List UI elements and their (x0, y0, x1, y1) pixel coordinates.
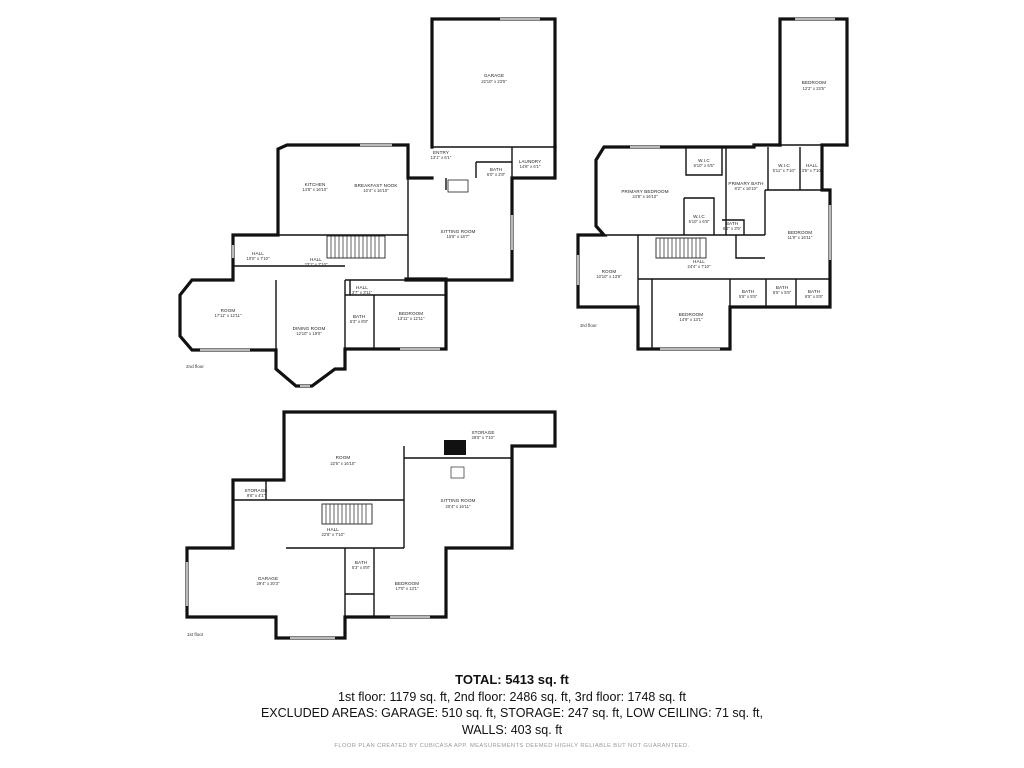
room-label: ROOM (221, 308, 236, 313)
room-label: STORAGE (471, 430, 494, 435)
disclaimer: FLOOR PLAN CREATED BY CUBICASA APP. MEAS… (334, 743, 690, 749)
room-label: BREAKFAST NOOK (354, 183, 398, 188)
room-dimensions: 10'0" x 7'10" (247, 256, 270, 261)
room-label: ROOM (602, 269, 617, 274)
room-dimensions: 11'9" x 16'11" (788, 235, 813, 240)
room-label: ENTRY (433, 150, 449, 155)
room-label: LAUNDRY (519, 159, 542, 164)
room-dimensions: 15'8" x 18'7" (447, 234, 470, 239)
room-label: PRIMARY BEDROOM (621, 189, 668, 194)
room-dimensions: 5'5" x 5'5" (773, 290, 792, 295)
room-label: BATH (353, 314, 365, 319)
room-dimensions: 13'1" x 6'1" (431, 155, 452, 160)
room-label: BATH (726, 221, 738, 226)
room-label: HALL (693, 259, 705, 264)
room-label: BEDROOM (399, 311, 424, 316)
floor-label: 2nd floor (186, 364, 204, 369)
room-dimensions: 6'10" x 5'5" (694, 163, 715, 168)
room-label: STORAGE (244, 488, 267, 493)
room-label: HALL (356, 285, 368, 290)
room-label: GARAGE (484, 73, 504, 78)
room-dimensions: 22'10" x 23'5" (481, 79, 507, 84)
room-dimensions: 24'4" x 7'10" (688, 264, 711, 269)
walls-area: WALLS: 403 sq. ft (461, 722, 563, 737)
floor-2nd: GARAGE 22'10" x 23'5" ENTRY 13'1" x 6'1"… (178, 17, 557, 388)
floor-3rd: BEDROOM 12'2" x 23'5" W.I.C 6'10" x 5'5"… (576, 17, 849, 351)
room-dimensions: 6'5" x 5'5" (805, 294, 824, 299)
room-dimensions: 17'11" x 12'11" (214, 313, 242, 318)
floor-1st: STORAGE 28'6" x 7'10" ROOM 22'5" x 16'10… (185, 410, 557, 640)
room-dimensions: 5'10" x 6'8" (689, 219, 710, 224)
stairs (321, 503, 373, 525)
room-label: BEDROOM (395, 581, 420, 586)
room-label: W.I.C (693, 214, 705, 219)
floor-areas: 1st floor: 1179 sq. ft, 2nd floor: 2486 … (338, 689, 686, 704)
room-label: BATH (808, 289, 820, 294)
room-label: SITTING ROOM (441, 229, 476, 234)
room-dimensions: 23'1" x 7'10" (305, 262, 328, 267)
room-dimensions: 5'11" x 7'10" (773, 168, 796, 173)
fireplace-icon (444, 440, 466, 455)
room-dimensions: 9'6" x 4'1" (247, 493, 266, 498)
excluded-areas: EXCLUDED AREAS: GARAGE: 510 sq. ft, STOR… (260, 706, 764, 720)
room-label: PRIMARY BATH (728, 181, 763, 186)
total-area: TOTAL: 5413 sq. ft (455, 672, 569, 687)
room-dimensions: 29'4" x 20'3" (257, 581, 280, 586)
room-dimensions: 24'8" x 16'10" (632, 194, 658, 199)
room-label: HALL (310, 257, 322, 262)
room-dimensions: 12'2" x 23'5" (803, 86, 826, 91)
stairs (655, 237, 707, 259)
room-dimensions: 22'5" x 16'10" (330, 461, 356, 466)
room-dimensions: 6'0" x 2'8" (487, 172, 506, 177)
room-dimensions: 10'10" x 13'6" (596, 274, 622, 279)
room-label: BATH (490, 167, 502, 172)
area-summary: TOTAL: 5413 sq. ft 1st floor: 1179 sq. f… (0, 672, 1024, 738)
room-dimensions: 3'7" x 3'11" (352, 290, 373, 295)
room-dimensions: 3'5" x 7'10" (802, 168, 823, 173)
room-label: BEDROOM (802, 80, 827, 85)
room-label: DINING ROOM (293, 326, 326, 331)
room-dimensions: 5'3" x 8'8" (352, 565, 371, 570)
room-label: HALL (252, 251, 264, 256)
room-dimensions: 28'6" x 7'10" (472, 435, 495, 440)
room-label: W.I.C (698, 158, 710, 163)
floor-label: 3rd floor (580, 323, 597, 328)
room-dimensions: 20'4" x 16'11" (446, 504, 471, 509)
room-label: GARAGE (258, 576, 278, 581)
floor-label: 1st floor (187, 632, 204, 637)
room-dimensions: 13'11" x 12'11" (397, 316, 425, 321)
stairs (326, 235, 386, 259)
room-label: BATH (742, 289, 754, 294)
room-label: HALL (806, 163, 818, 168)
room-dimensions: 5'2" x 3'5" (723, 226, 742, 231)
room-label: KITCHEN (305, 182, 326, 187)
room-label: BATH (776, 285, 788, 290)
room-dimensions: 14'8" x 16'10" (302, 187, 328, 192)
room-dimensions: 10'4" x 16'10" (363, 188, 389, 193)
room-label: W.I.C (778, 163, 790, 168)
room-label: ROOM (336, 455, 351, 460)
room-dimensions: 22'8" x 7'10" (322, 532, 345, 537)
room-dimensions: 5'3" x 8'8" (350, 319, 369, 324)
room-dimensions: 8'2" x 16'10" (735, 186, 758, 191)
room-dimensions: 17'0" x 13'1" (396, 586, 419, 591)
room-label: BEDROOM (679, 312, 704, 317)
room-label: HALL (327, 527, 339, 532)
room-dimensions: 5'8" x 5'5" (739, 294, 758, 299)
room-label: SITTING ROOM (441, 498, 476, 503)
room-dimensions: 14'8" x 6'1" (520, 164, 541, 169)
room-label: BEDROOM (788, 230, 813, 235)
room-label: BATH (355, 560, 367, 565)
room-dimensions: 14'9" x 13'1" (680, 317, 703, 322)
room-dimensions: 12'10" x 19'0" (296, 331, 322, 336)
